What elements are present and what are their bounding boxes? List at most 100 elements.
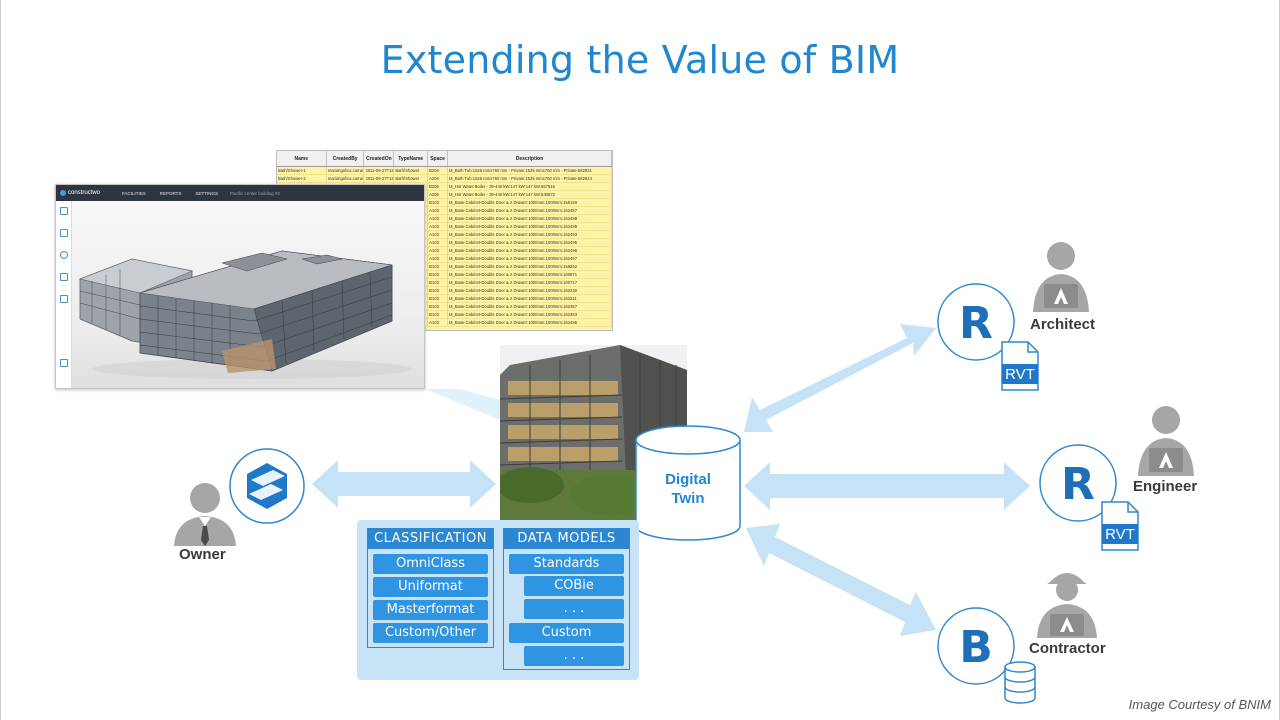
data-models-column: DATA MODELS Standards COBie . . . Custom… [503, 528, 630, 670]
sheet-cell: M_Base Cabinet-Double Door & 2 Drawer:10… [448, 231, 612, 238]
sheet-col-space: Space [428, 151, 448, 166]
history-icon[interactable] [59, 251, 68, 259]
engineer-revit-icon: R [1039, 444, 1117, 522]
classification-omniclass[interactable]: OmniClass [373, 554, 488, 574]
owner-label: Owner [179, 546, 226, 563]
sheet-cell: B204 [428, 167, 448, 174]
sheet-cell: A103 [428, 255, 448, 262]
sheet-cell: 2011-09-27T18 [365, 167, 395, 174]
contractor-database-icon [1004, 661, 1036, 704]
classification-column: CLASSIFICATION OmniClass Uniformat Maste… [367, 528, 494, 648]
classification-header: CLASSIFICATION [368, 529, 493, 549]
sheet-cell [394, 231, 429, 238]
slide-title: Extending the Value of BIM [380, 38, 900, 82]
sheet-cell [394, 207, 429, 214]
sheet-cell: A103 [428, 239, 448, 246]
sheet-cell: M_Base Cabinet-Double Door & 2 Drawer:10… [448, 255, 612, 262]
sheet-cell: mariangelica.carrasq [327, 175, 365, 182]
contractor-bim360-letter: B [959, 622, 993, 673]
sheet-cell: M_Base Cabinet-Double Door & 2 Drawer:10… [448, 207, 612, 214]
sheet-cell: B103 [428, 287, 448, 294]
building-model-3d [78, 250, 412, 379]
sheet-cell: A103 [428, 247, 448, 254]
sheet-cell [394, 287, 429, 294]
contractor-label: Contractor [1029, 640, 1106, 657]
sheet-col-createdon: CreatedOn [364, 151, 395, 166]
sheet-header-row: Name CreatedBy CreatedOn TypeName Space … [277, 151, 612, 167]
engineer-revit-letter: R [1061, 459, 1095, 510]
model-viewport[interactable] [72, 201, 424, 388]
sheet-cell [394, 191, 429, 198]
sheet-cell: M_Base Cabinet-Double Door & 2 Drawer:10… [448, 215, 612, 222]
image-courtesy-caption: Image Courtesy of BNIM [1128, 697, 1271, 712]
data-model-ellipsis-2[interactable]: . . . [524, 646, 624, 666]
sheet-cell: B205 [428, 183, 448, 190]
data-model-standards[interactable]: Standards [509, 554, 624, 574]
sheet-cell: A103 [428, 231, 448, 238]
sheet-cell: B103 [428, 311, 448, 318]
sheet-cell: M_Base Cabinet-Double Door & 2 Drawer:10… [448, 295, 612, 302]
owner-twin-arrow [312, 460, 496, 508]
data-models-header: DATA MODELS [504, 529, 629, 549]
sheet-cell [394, 247, 429, 254]
filter-icon[interactable] [59, 207, 68, 215]
sheet-cell [394, 295, 429, 302]
sheet-cell: M_Base Cabinet-Double Door & 2 Drawer:10… [448, 199, 612, 206]
app-topbar: constructwo FACILITIES REPORTS SETTINGS … [56, 185, 424, 201]
sheet-cell [394, 255, 429, 262]
classification-custom-other[interactable]: Custom/Other [373, 623, 488, 643]
sheet-cell: B103 [428, 295, 448, 302]
sheet-cell: M_Base Cabinet-Double Door & 2 Drawer:10… [448, 311, 612, 318]
engineer-label: Engineer [1133, 478, 1198, 495]
data-panel: CLASSIFICATION OmniClass Uniformat Maste… [357, 520, 639, 680]
sheet-cell: B103 [428, 263, 448, 270]
classification-masterformat[interactable]: Masterformat [373, 600, 488, 620]
sheet-cell [394, 223, 429, 230]
sheet-cell: M_Hot Water Boiler - 39-440 kW:147 kW:14… [448, 183, 612, 190]
assets-icon[interactable] [59, 273, 68, 281]
data-model-cobie[interactable]: COBie [524, 576, 624, 596]
sheet-cell [394, 319, 429, 326]
sheet-cell: Bath/Shower [394, 175, 429, 182]
engineer-person-icon [1138, 406, 1194, 476]
architect-person-icon [1033, 242, 1089, 312]
sheet-cell: M_Base Cabinet-Double Door & 2 Drawer:10… [448, 263, 612, 270]
grid-icon[interactable] [59, 359, 68, 367]
app-logo-icon [60, 190, 66, 196]
data-model-ellipsis-1[interactable]: . . . [524, 599, 624, 619]
app-nav-settings[interactable]: SETTINGS [195, 190, 218, 196]
classification-uniformat[interactable]: Uniformat [373, 577, 488, 597]
app-search-field[interactable]: Pacific center building #2 [229, 190, 280, 196]
sheet-col-createdby: CreatedBy [327, 151, 365, 166]
facility-app-window: constructwo FACILITIES REPORTS SETTINGS … [55, 184, 425, 389]
sheet-cell: B103 [428, 271, 448, 278]
sheet-cell: B103 [428, 199, 448, 206]
engineer-rvt-file-icon: RVT [1101, 501, 1139, 551]
sheet-cell [394, 239, 429, 246]
digital-twin-label: Digital Twin [638, 470, 738, 508]
digital-twin-label-line1: Digital [665, 471, 711, 488]
vehicle-icon[interactable] [59, 295, 68, 303]
sheet-cell: B103 [428, 303, 448, 310]
engineer-rvt-text: RVT [1105, 526, 1135, 543]
sheet-cell: B103 [428, 279, 448, 286]
sheet-cell [394, 311, 429, 318]
contractor-bim360-icon: B [937, 607, 1015, 685]
sheet-cell [394, 263, 429, 270]
layers-icon[interactable] [59, 229, 68, 237]
owner-platform-logo-icon [229, 448, 305, 524]
sheet-cell [394, 199, 429, 206]
sheet-cell [394, 183, 429, 190]
app-nav-reports[interactable]: REPORTS [159, 190, 182, 196]
sheet-cell: A204 [428, 175, 448, 182]
sheet-cell: M_Base Cabinet-Double Door & 2 Drawer:10… [448, 303, 612, 310]
sheet-cell: A103 [428, 319, 448, 326]
sheet-cell: A103 [428, 207, 448, 214]
app-sidebar [56, 201, 72, 388]
app-logo: constructwo [60, 190, 114, 196]
sheet-cell: M_Base Cabinet-Double Door & 2 Drawer:10… [448, 319, 612, 326]
data-model-custom[interactable]: Custom [509, 623, 624, 643]
app-nav-facilities[interactable]: FACILITIES [122, 190, 146, 196]
